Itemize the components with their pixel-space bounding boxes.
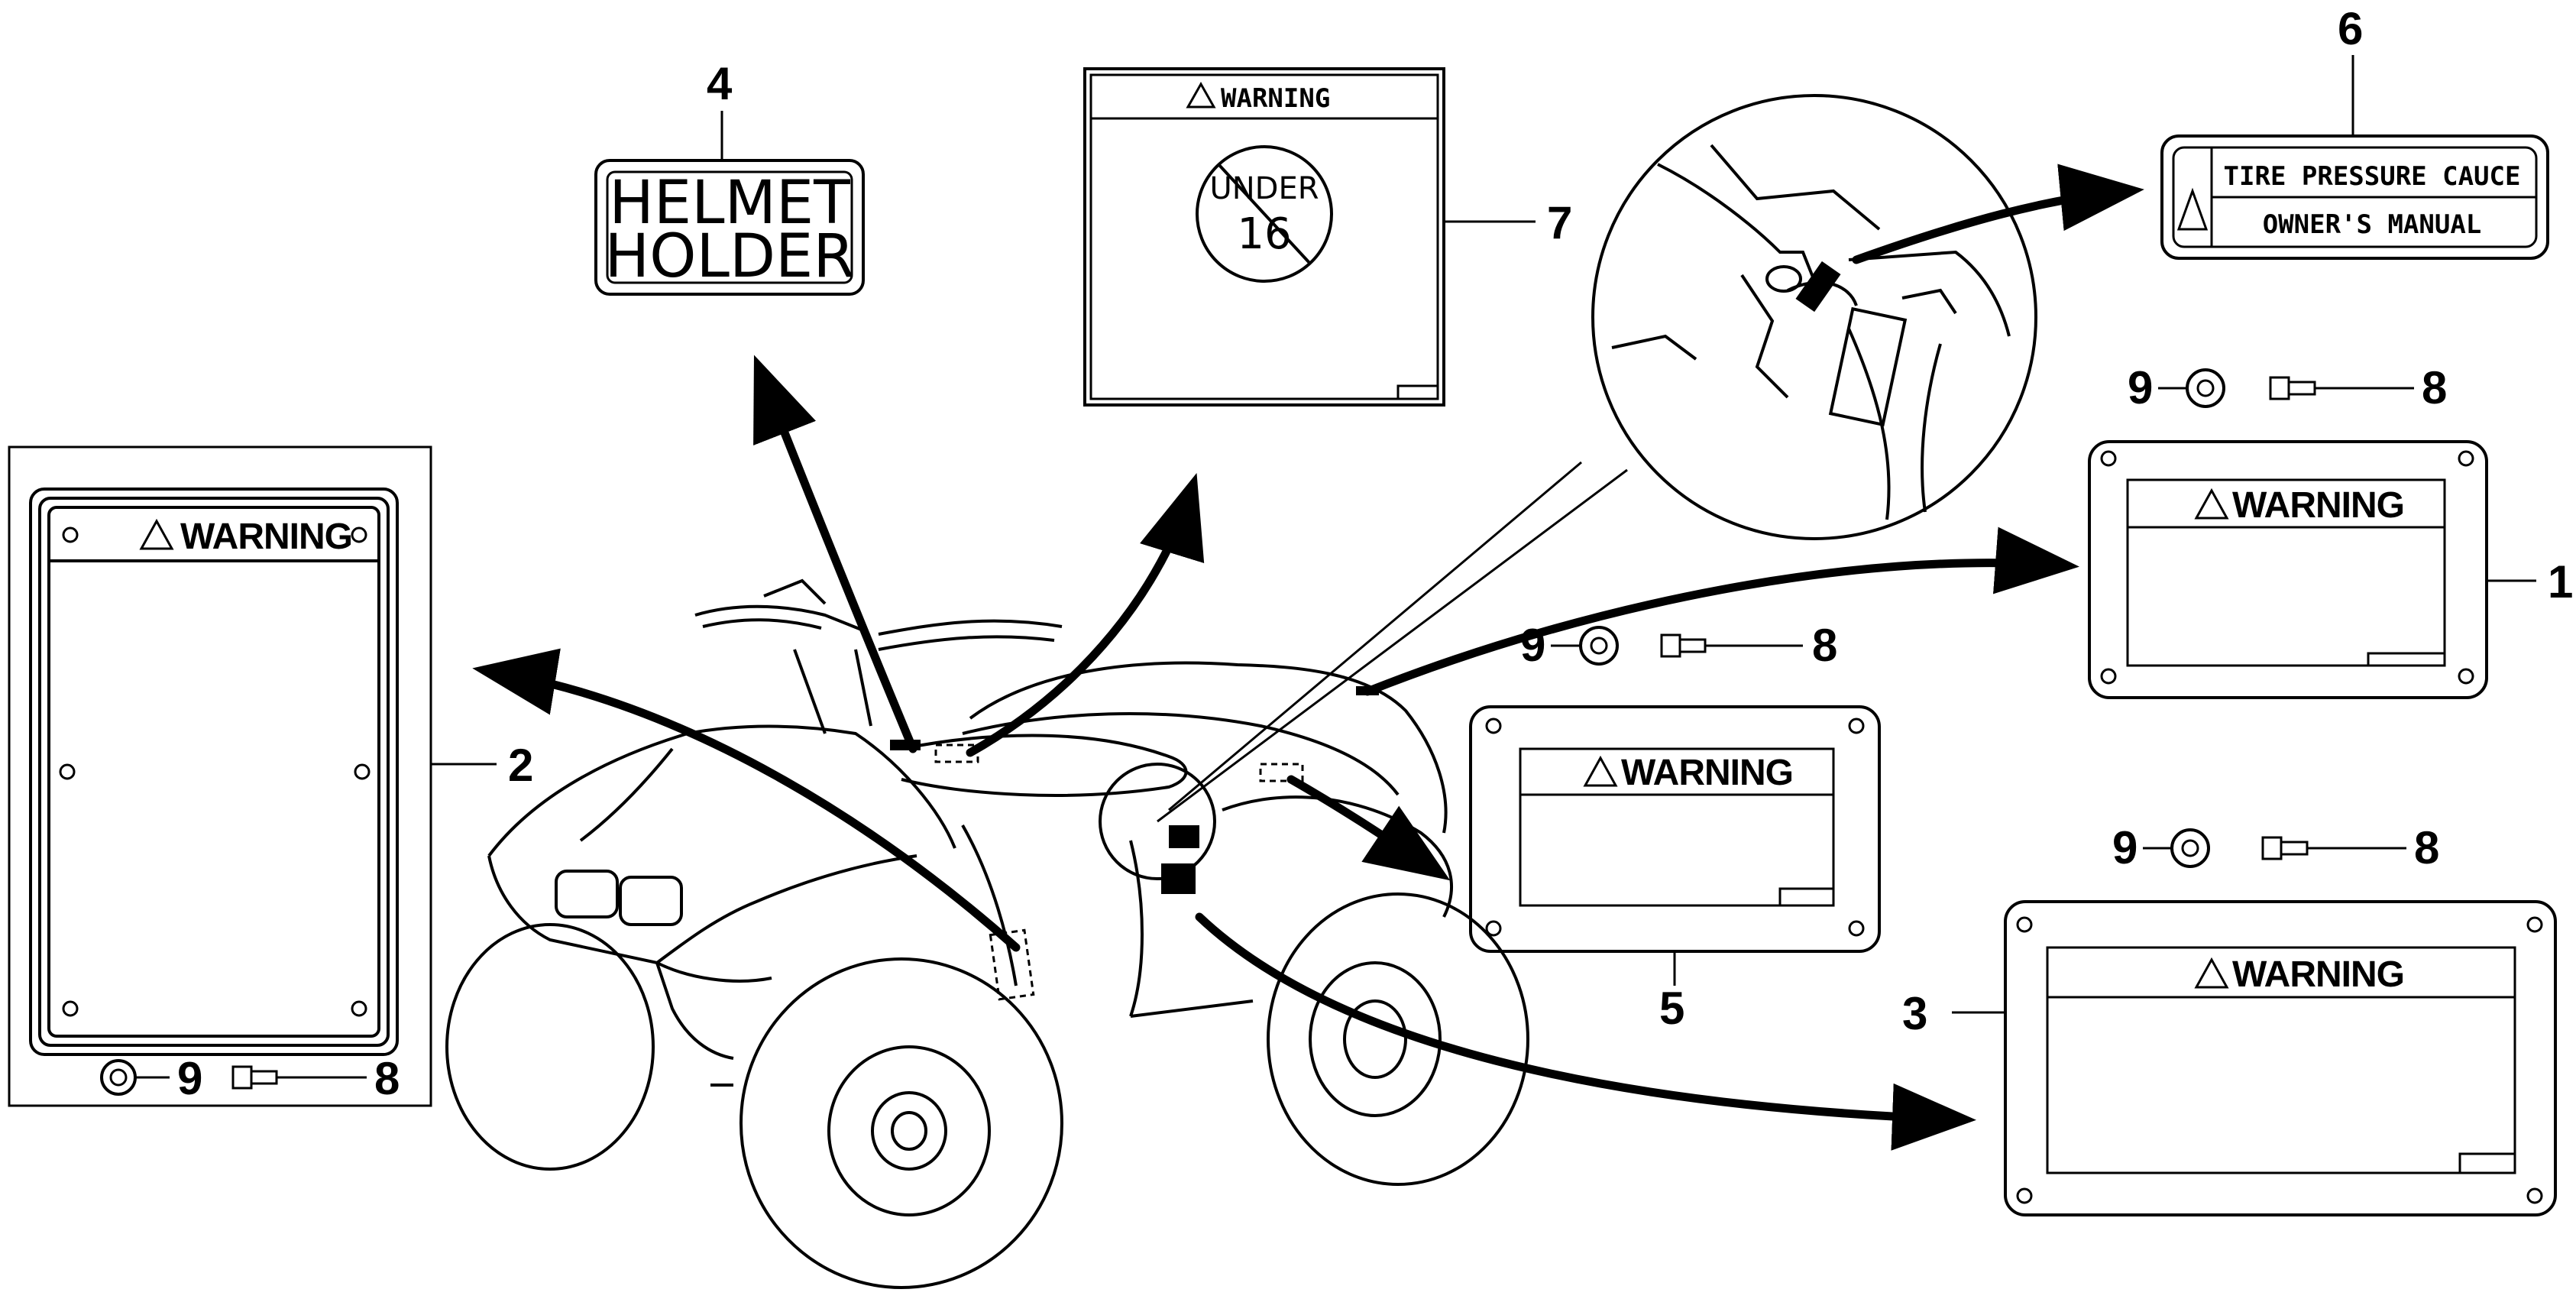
- callout-8: 8: [2422, 362, 2447, 413]
- callout-5: 5: [1659, 983, 1684, 1034]
- callout-4: 4: [707, 58, 733, 109]
- callout-9: 9: [1520, 620, 1545, 671]
- warning-triangle-icon: [2194, 957, 2229, 989]
- tire-pressure-label-6: 6 TIRE PRESSURE CAUCE OWNER'S MANUAL: [2160, 3, 2549, 260]
- callout-2: 2: [508, 740, 533, 791]
- sticker-mark-6: [1169, 825, 1199, 848]
- age-text: 16: [1237, 209, 1291, 259]
- under-text: UNDER: [1209, 171, 1319, 206]
- callout-8: 8: [2414, 822, 2439, 873]
- warning-plate-3: 9 8 WARNING 3: [1902, 822, 2557, 1216]
- fastener-set: 9 8: [1520, 620, 1837, 671]
- plate-2-title: WARNING: [180, 517, 352, 557]
- callout-9: 9: [2128, 362, 2153, 413]
- callout-6: 6: [2338, 3, 2363, 54]
- fastener-set: 9 8: [2128, 362, 2447, 413]
- under16-label-7: WARNING UNDER 16 7: [1083, 67, 1572, 407]
- callout-9: 9: [177, 1053, 202, 1104]
- atv-illustration: [445, 461, 1628, 1289]
- washer-icon: [2170, 828, 2210, 868]
- warning-triangle-icon: [2194, 488, 2229, 520]
- plate-7-title: WARNING: [1221, 83, 1330, 114]
- detail-zoom-source: [1099, 763, 1216, 880]
- rivet-icon: [2261, 836, 2283, 860]
- plate-5-title: WARNING: [1621, 753, 1793, 793]
- callout-1: 1: [2548, 556, 2573, 607]
- helmet-text-2: HOLDER: [604, 222, 854, 291]
- callout-8: 8: [1812, 620, 1837, 671]
- warning-triangle-icon: [1186, 81, 1216, 109]
- rivet-icon: [2269, 376, 2290, 400]
- plate-3-title: WARNING: [2232, 954, 2404, 995]
- warning-triangle-icon: [2176, 187, 2209, 231]
- detail-circle: [1591, 94, 2037, 540]
- callout-7: 7: [1547, 197, 1572, 248]
- washer-icon: [2186, 368, 2225, 408]
- sticker-mark-under16: [934, 743, 979, 763]
- warning-plate-5: 9 8 WARNING 5: [1469, 620, 1881, 1034]
- rivet-icon: [231, 1065, 340, 1090]
- sticker-mark-2: [989, 928, 1035, 1001]
- helmet-holder-label-4: 4 HELMET HOLDER: [594, 58, 865, 296]
- sticker-mark-5: [1259, 763, 1304, 782]
- no-under16-icon: [1196, 145, 1333, 283]
- callout-9: 9: [2112, 822, 2137, 873]
- callout-3: 3: [1902, 988, 1927, 1039]
- helmet-text-1: HELMET: [609, 169, 850, 238]
- rivet-icon: [1660, 633, 1681, 658]
- washer-icon: [1579, 626, 1619, 666]
- callout-8: 8: [374, 1053, 400, 1104]
- washer-icon: [100, 1059, 137, 1096]
- tire-pressure-text: TIRE PRESSURE CAUCE: [2224, 161, 2521, 192]
- warning-plate-2: WARNING 9 8 2: [8, 445, 533, 1107]
- pointer-arrows: [472, 164, 2144, 1151]
- plate-1-title: WARNING: [2232, 485, 2404, 526]
- owners-manual-text: OWNER'S MANUAL: [2263, 209, 2482, 240]
- warning-triangle-icon: [139, 518, 174, 550]
- warning-plate-1: 9 8 WARNING 1: [2088, 362, 2573, 699]
- fastener-set: 9 8: [2112, 822, 2439, 873]
- warning-triangle-icon: [1583, 755, 1618, 787]
